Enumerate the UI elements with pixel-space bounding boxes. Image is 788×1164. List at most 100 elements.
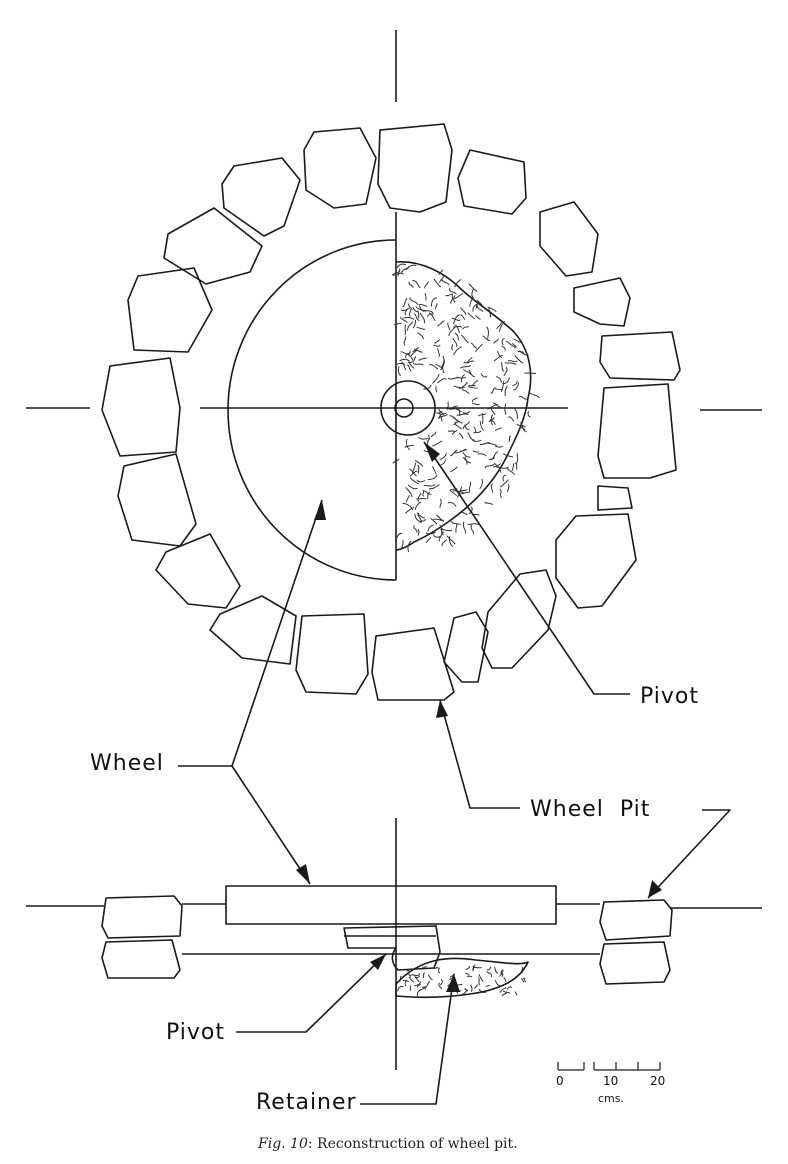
texture-stroke xyxy=(418,436,429,440)
texture-stroke xyxy=(486,404,499,410)
caption-prefix: Fig. 10 xyxy=(258,1136,308,1152)
texture-stroke xyxy=(409,356,417,364)
texture-stroke xyxy=(404,979,407,987)
texture-stroke xyxy=(482,335,491,341)
texture-stroke xyxy=(464,987,469,992)
texture-stroke xyxy=(410,977,415,983)
texture-stroke xyxy=(489,419,496,425)
texture-stroke xyxy=(392,458,400,464)
arrowhead xyxy=(296,864,310,884)
texture-stroke xyxy=(454,278,462,288)
texture-stroke xyxy=(421,986,426,990)
texture-stroke xyxy=(462,421,470,430)
arrowhead xyxy=(370,954,386,970)
texture-stroke xyxy=(409,297,418,306)
texture-stroke xyxy=(508,435,512,443)
texture-stroke xyxy=(499,479,509,488)
texture-stroke xyxy=(474,315,481,320)
texture-stroke xyxy=(391,272,404,276)
texture-stroke xyxy=(504,403,507,415)
texture-stroke xyxy=(452,429,458,436)
texture-stroke xyxy=(395,263,407,269)
texture-stroke xyxy=(477,413,487,417)
scale-tick-0: 0 xyxy=(556,1074,564,1088)
texture-stroke xyxy=(448,974,454,981)
texture-stroke xyxy=(503,366,508,377)
texture-stroke xyxy=(439,452,447,460)
texture-stroke xyxy=(506,484,510,493)
texture-stroke xyxy=(506,986,513,990)
texture-stroke xyxy=(408,281,414,288)
texture-stroke xyxy=(490,414,494,426)
texture-stroke xyxy=(407,321,414,331)
texture-stroke xyxy=(516,423,526,428)
stone xyxy=(539,201,599,277)
texture-stroke xyxy=(413,525,418,533)
texture-stroke xyxy=(449,415,458,422)
texture-stroke xyxy=(490,483,494,493)
arrowhead xyxy=(424,442,440,462)
texture-stroke xyxy=(473,426,477,433)
texture-stroke xyxy=(452,314,460,325)
texture-stroke xyxy=(401,361,407,371)
wheel-pit-leader xyxy=(439,699,520,809)
texture-stroke xyxy=(468,283,478,292)
texture-stroke xyxy=(408,308,412,317)
texture-stroke xyxy=(408,974,412,979)
texture-stroke xyxy=(485,984,491,987)
retainer-leader xyxy=(360,973,455,1105)
texture-stroke xyxy=(499,488,503,499)
stone xyxy=(117,453,197,547)
retainer-texture xyxy=(391,263,540,997)
texture-stroke xyxy=(397,366,402,377)
retainer-mass-outline xyxy=(395,261,532,551)
texture-stroke xyxy=(430,297,437,307)
texture-stroke xyxy=(426,313,434,317)
texture-stroke xyxy=(400,307,411,312)
texture-stroke xyxy=(409,477,419,485)
texture-stroke xyxy=(514,462,518,470)
texture-stroke xyxy=(512,342,517,349)
texture-stroke xyxy=(446,535,456,545)
texture-stroke xyxy=(441,355,445,368)
texture-stroke xyxy=(498,320,505,332)
arrowhead xyxy=(648,880,662,898)
texture-stroke xyxy=(446,401,449,408)
texture-stroke xyxy=(417,310,420,319)
texture-stroke xyxy=(412,319,417,329)
texture-stroke xyxy=(501,345,506,351)
texture-stroke xyxy=(471,513,480,516)
stone xyxy=(209,595,297,665)
stone xyxy=(221,157,301,237)
retainer-section xyxy=(395,957,529,999)
texture-stroke xyxy=(504,385,508,396)
texture-stroke xyxy=(459,491,471,495)
stone xyxy=(303,127,377,209)
texture-stroke xyxy=(501,338,505,346)
texture-stroke xyxy=(478,973,484,982)
texture-stroke xyxy=(427,524,434,532)
texture-stroke xyxy=(454,448,467,454)
texture-stroke xyxy=(422,965,427,968)
texture-stroke xyxy=(426,434,430,442)
texture-stroke xyxy=(407,540,412,553)
texture-stroke xyxy=(412,307,419,313)
scale-tick-20: 20 xyxy=(650,1074,666,1088)
texture-stroke xyxy=(400,351,411,355)
label-pivot-bottom: Pivot xyxy=(166,1020,226,1045)
texture-stroke xyxy=(416,479,426,483)
texture-stroke xyxy=(519,426,526,431)
stone-section xyxy=(599,941,671,985)
texture-stroke xyxy=(439,978,444,986)
texture-stroke xyxy=(460,489,468,492)
texture-stroke xyxy=(428,312,436,322)
texture-stroke xyxy=(406,352,413,361)
wheel-pit-leader-2 xyxy=(647,809,731,899)
texture-stroke xyxy=(473,966,482,969)
texture-stroke xyxy=(423,484,436,487)
texture-stroke xyxy=(419,519,427,523)
texture-stroke xyxy=(464,424,470,430)
texture-stroke xyxy=(449,288,457,295)
texture-stroke xyxy=(460,313,466,321)
pivot-top-leader xyxy=(423,441,630,695)
